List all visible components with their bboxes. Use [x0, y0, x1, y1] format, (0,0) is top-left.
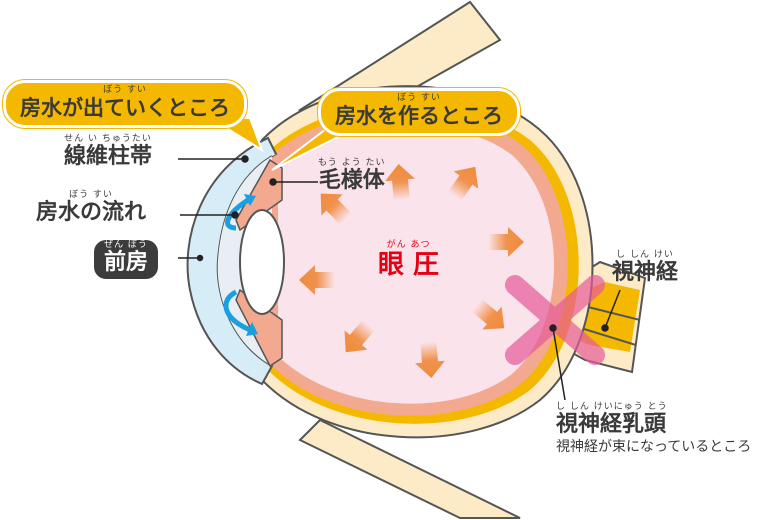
pressure-arrow: [471, 299, 505, 330]
pressure-arrow: [488, 227, 524, 257]
callout-production: ぼう すい 房水を作るところ: [318, 88, 520, 136]
pressure-arrow: [415, 341, 445, 378]
pressure-arrow: [299, 265, 335, 295]
label-optic-nerve: し しん けい 視神経: [612, 250, 679, 285]
label-anterior-chamber: ぜん ぼう 前房: [94, 240, 159, 279]
lower-muscle: [298, 418, 521, 519]
optic-disc-marker: [505, 275, 605, 365]
label-optic-disc: し しん けいにゅう とう 視神経乳頭 視神経が束になっているところ: [556, 402, 752, 455]
label-ciliary-body: もう よう たい 毛様体: [318, 158, 386, 193]
label-intraocular-pressure: がん あつ 眼 圧: [378, 240, 440, 280]
flow-arrow-upper: [225, 197, 250, 231]
pressure-arrows: [299, 164, 524, 378]
pressure-arrow: [385, 164, 415, 201]
lens: [239, 209, 285, 315]
label-aqueous-flow: ぼう すい 房水の流れ: [36, 190, 147, 225]
optic-disc-note: 視神経が束になっているところ: [556, 439, 752, 455]
pressure-arrow: [344, 319, 375, 353]
flow-arrow-lower: [223, 289, 252, 333]
label-zonule: せん い ちゅうたい 線維柱帯: [64, 134, 153, 169]
callout-outflow: ぼう すい 房水が出ていくところ: [3, 80, 247, 128]
pressure-arrow: [447, 166, 479, 201]
pressure-arrow: [320, 193, 352, 225]
